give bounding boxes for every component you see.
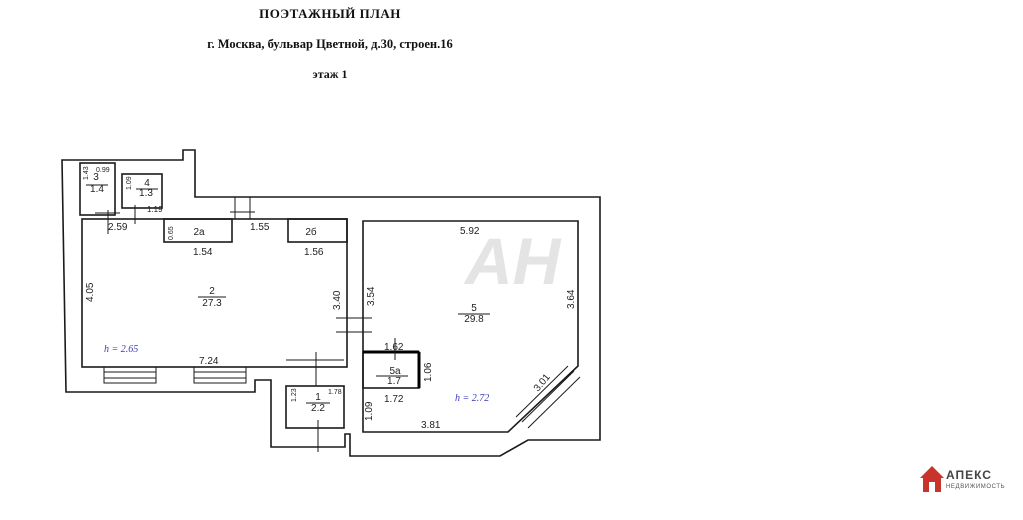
- room-3-area: 1.4: [90, 184, 104, 195]
- dim-label: 0.65: [168, 226, 175, 240]
- plan-address: г. Москва, бульвар Цветной, д.30, строен…: [207, 37, 453, 51]
- room-2a-number: 2а: [193, 227, 205, 238]
- dim-label: 3.01: [532, 372, 553, 394]
- room-1-number: 1: [315, 392, 321, 403]
- room-2-area: 27.3: [202, 298, 222, 309]
- dim-label: 4.05: [85, 282, 96, 302]
- dim-label: 1.06: [423, 362, 434, 382]
- room-2b-outline: [287, 218, 348, 243]
- dim-label: 1.55: [250, 222, 270, 233]
- room-4-number: 4: [144, 178, 150, 189]
- room-4-outline: [121, 173, 163, 209]
- dim-label: 3.54: [366, 286, 377, 306]
- dim-label: 1.62: [384, 342, 404, 353]
- dim-label: 1.09: [126, 176, 133, 190]
- room-5-number: 5: [471, 303, 477, 314]
- room-4-area: 1.3: [139, 188, 153, 199]
- logo-subtitle: НЕДВИЖИМОСТЬ: [946, 484, 1006, 490]
- room-5a-area: 1.7: [387, 376, 401, 387]
- room-2b-number: 2б: [305, 226, 317, 238]
- room-2a-outline: [163, 218, 233, 243]
- dim-label: 1.09: [364, 401, 375, 421]
- dim-label: 1.43: [83, 166, 90, 180]
- apex-logo-icon: [920, 466, 944, 492]
- room-1-outline: [285, 385, 345, 429]
- height-label-left: h = 2.65: [104, 344, 138, 355]
- dim-label: 3.81: [421, 420, 441, 431]
- room-3-outline: [79, 162, 116, 216]
- room-2-number: 2: [209, 286, 215, 297]
- dim-label: 1.56: [304, 247, 324, 258]
- dim-label: 1.54: [193, 247, 213, 258]
- dim-label: 7.24: [199, 356, 219, 367]
- plan-title: ПОЭТАЖНЫЙ ПЛАН: [259, 6, 401, 21]
- room-5a-number: 5а: [389, 366, 401, 377]
- outer-wall: [61, 149, 601, 457]
- dim-label: 3.40: [332, 290, 343, 310]
- dim-label: 5.92: [460, 226, 480, 237]
- watermark: AH: [463, 224, 562, 298]
- dim-label: 3.64: [566, 289, 577, 309]
- dim-label: 1.78: [328, 389, 342, 396]
- room-3-number: 3: [93, 172, 99, 183]
- room-5-outline: [362, 220, 579, 433]
- dim-label: 1.23: [291, 388, 298, 402]
- logo-name: АПЕКС: [946, 468, 992, 482]
- dim-label: 1.19: [147, 205, 163, 214]
- dim-label: 0.99: [96, 167, 110, 174]
- plan-floor: этаж 1: [312, 67, 348, 81]
- room-1-area: 2.2: [311, 403, 325, 414]
- height-label-right: h = 2.72: [455, 393, 489, 404]
- room-5-area: 29.8: [464, 314, 484, 325]
- dim-label: 1.72: [384, 394, 404, 405]
- dim-label: 2.59: [108, 222, 128, 233]
